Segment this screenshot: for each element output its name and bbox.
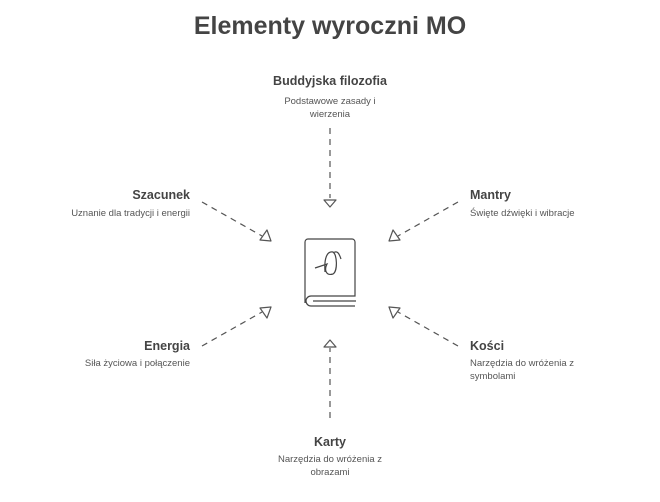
arrow-mantry xyxy=(397,201,459,237)
node-title: Karty xyxy=(314,435,346,449)
arrow-szacunek xyxy=(201,201,263,237)
node-title: Energia xyxy=(144,339,190,353)
node-desc: Siła życiowa i połączenie xyxy=(84,358,190,369)
diagram-title: Elementy wyroczni MO xyxy=(193,12,467,40)
node-title: Kości xyxy=(470,339,505,353)
arrow-energia xyxy=(201,311,263,347)
node-title: Buddyjska filozofia xyxy=(273,74,387,88)
arrow-kosci xyxy=(397,311,459,347)
node-desc: Święte dźwięki i wibracje xyxy=(470,208,575,219)
arrowhead-icon xyxy=(388,306,401,319)
arrowhead-icon xyxy=(259,229,272,242)
arrowhead-icon xyxy=(388,229,401,242)
node-title: Mantry xyxy=(470,188,511,202)
arrowhead-icon xyxy=(323,199,337,208)
node-desc: Narzędzia do wróżenia z obrazami xyxy=(277,454,383,478)
arrowhead-icon xyxy=(259,306,272,319)
node-desc: Narzędzia do wróżenia z symbolami xyxy=(470,358,575,382)
node-desc: Podstawowe zasady i wierzenia xyxy=(284,96,376,120)
book-icon xyxy=(304,238,356,307)
arrowhead-icon xyxy=(323,339,337,348)
node-desc: Uznanie dla tradycji i energii xyxy=(71,208,190,219)
node-title: Szacunek xyxy=(132,188,190,202)
